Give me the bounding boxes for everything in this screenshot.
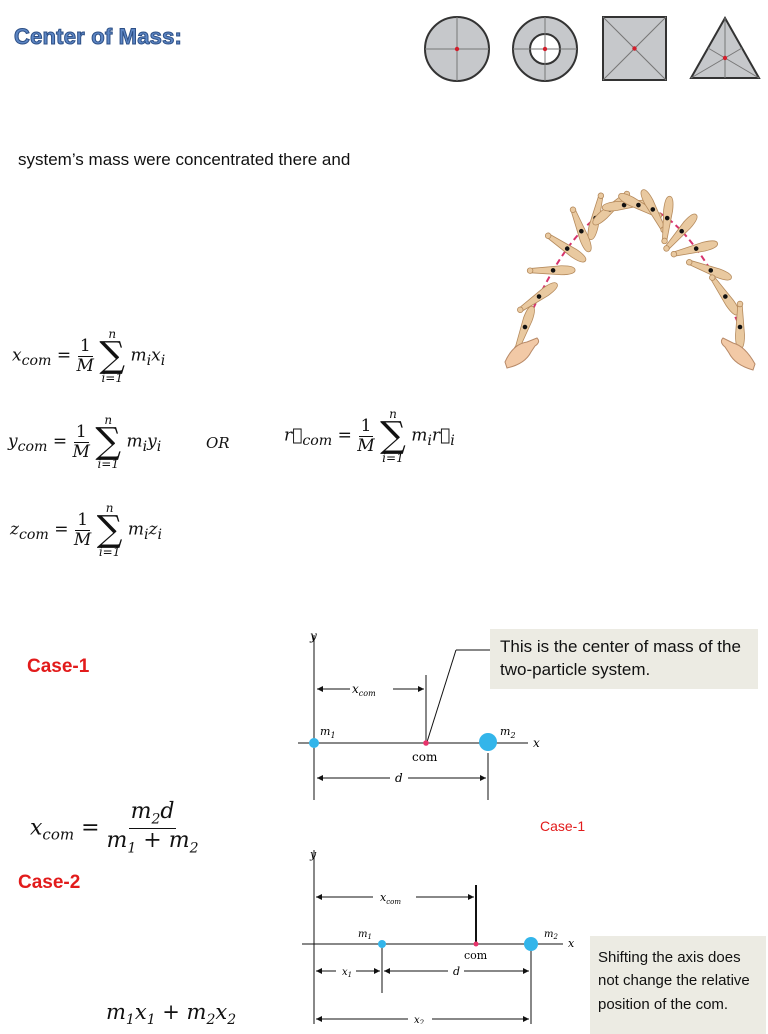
m2-label: m2	[500, 725, 516, 740]
bat-icon	[544, 232, 587, 263]
shape-icons	[424, 15, 761, 82]
d-label: d	[395, 771, 403, 785]
case-1-label: Case-1	[27, 656, 90, 677]
bat-icon	[640, 189, 667, 233]
particle-m2-2	[524, 937, 538, 951]
bat-icon	[569, 206, 592, 253]
thrown-bat-illustration	[504, 189, 756, 371]
bat-icon	[526, 265, 576, 276]
com-dot	[423, 740, 429, 746]
particle-m1-2	[378, 940, 386, 948]
x1-label: x1	[342, 967, 352, 979]
right-hand-icon	[720, 337, 756, 371]
bat-sequence	[513, 189, 745, 352]
m1-label: m1	[320, 725, 336, 740]
com-label-2: com	[464, 949, 488, 962]
case-2-label: Case-2	[18, 872, 81, 893]
d-label-2: d	[453, 965, 460, 978]
case-2-formula-numerator: m1x1 + m2x2	[106, 1000, 237, 1029]
left-hand-icon	[504, 337, 540, 369]
case-1-diagram: y x xcom m1 m2 com d	[298, 629, 540, 800]
solid-disk-icon	[424, 16, 490, 82]
case-1-caption: Case-1	[540, 818, 586, 834]
x2-label: x2	[414, 1015, 425, 1024]
xcom-label: xcom	[352, 682, 376, 698]
com-label: com	[412, 750, 438, 764]
bat-icon	[670, 240, 718, 258]
bat-icon	[686, 259, 732, 281]
x-axis-label-2: x	[568, 937, 575, 950]
page-title: Center of Mass:	[13, 24, 183, 50]
particle-m2	[479, 733, 497, 751]
y-axis-label-2: y	[309, 848, 317, 861]
ring-icon	[512, 16, 578, 82]
com-dot-2	[473, 941, 479, 947]
triangle-plate-icon	[689, 15, 761, 79]
case-2-diagram: y x xcom m1 m2 com x1 d x2	[302, 848, 575, 1024]
bat-icon	[663, 213, 698, 252]
particle-m1	[309, 738, 319, 748]
square-plate-icon	[602, 16, 667, 81]
case-1-callout: This is the center of mass of the two-pa…	[490, 629, 758, 689]
intro-text: system’s mass were concentrated there an…	[18, 150, 351, 169]
m2-label-2: m2	[544, 929, 558, 941]
y-axis-label: y	[309, 629, 317, 643]
bat-icon	[517, 282, 558, 314]
bat-icon	[661, 195, 674, 245]
or-label: OR	[206, 434, 230, 452]
m1-label-2: m1	[358, 929, 372, 941]
xcom-label-2: xcom	[380, 891, 401, 906]
case-2-callout: Shifting the axis does not change the re…	[590, 936, 766, 1034]
x-axis-label: x	[533, 736, 540, 750]
